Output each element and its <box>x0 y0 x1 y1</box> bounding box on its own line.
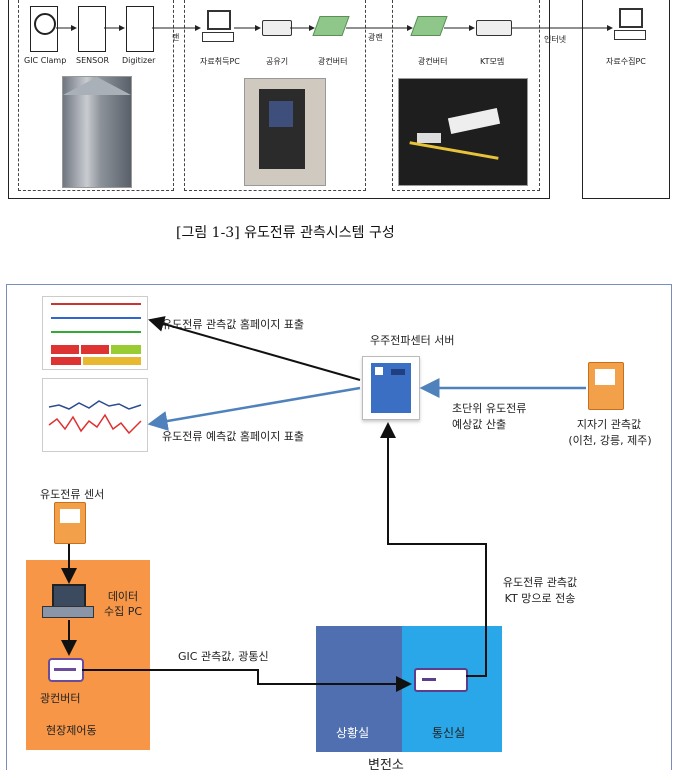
bottom-connections <box>0 284 676 769</box>
pc-rack-photo <box>244 78 326 186</box>
arrow-to-pred-page <box>150 388 360 424</box>
arrow-converter-to-modem <box>82 670 410 684</box>
sensor-enclosure-photo <box>62 76 132 188</box>
arrow-to-obs-page <box>150 320 360 380</box>
modem-photo <box>398 78 528 186</box>
figure-caption: [그림 1-3] 유도전류 관측시스템 구성 <box>176 222 395 242</box>
label-lan: 랜 <box>172 32 179 43</box>
arrow-modem-to-server <box>388 424 486 676</box>
top-connections <box>0 0 676 70</box>
label-fiber-lan: 광랜 <box>368 32 383 43</box>
label-internet: 인터넷 <box>544 34 566 45</box>
